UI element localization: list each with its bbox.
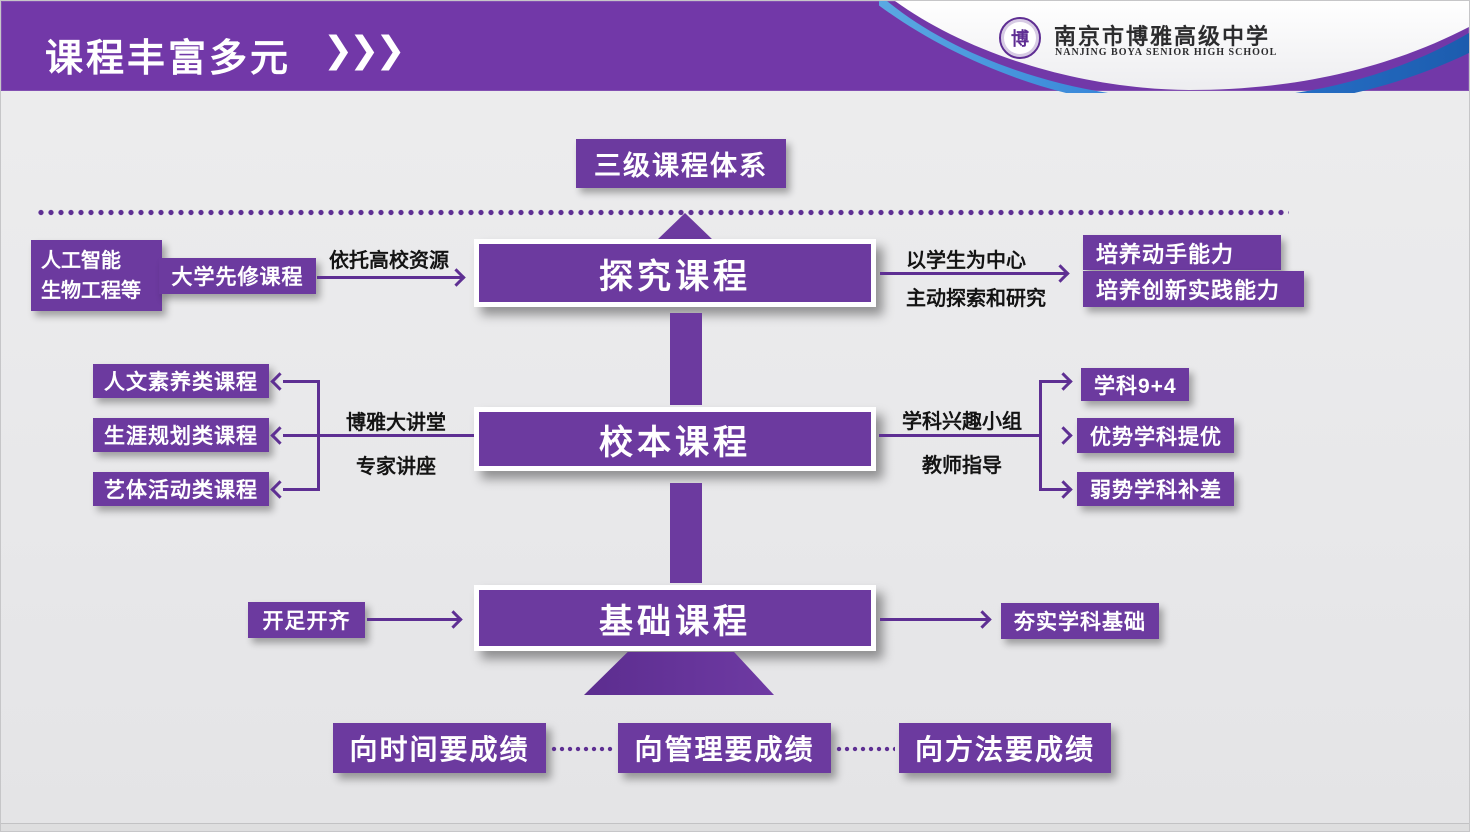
dotted-connector	[835, 746, 895, 752]
arrow-line	[283, 488, 319, 491]
arrow-head-right-icon	[444, 610, 463, 629]
strong-subject-box: 优势学科提优	[1077, 418, 1234, 453]
system-title-box: 三级课程体系	[576, 139, 786, 188]
arrow-head-right-icon	[973, 610, 992, 629]
school-logo: 博 南京市博雅高级中学 NANJING BOYA SENIOR HIGH SCH…	[879, 1, 1469, 71]
expert-lecture-label: 专家讲座	[356, 456, 436, 478]
tag-line: 人工智能	[41, 250, 121, 272]
connector-bar	[670, 483, 702, 583]
subject-9plus4-box: 学科9+4	[1081, 368, 1189, 401]
connector-line	[319, 434, 474, 437]
career-course-box: 生涯规划类课程	[93, 418, 269, 452]
arrow-head-left-icon	[270, 372, 289, 391]
slide-bottom-edge	[1, 823, 1469, 831]
arrow-line	[880, 272, 1066, 275]
arrow-head-right-icon	[1051, 264, 1070, 283]
open-full-courses-box: 开足开齐	[248, 602, 365, 638]
course-box-explore: 探究课程	[474, 239, 876, 307]
branch-line	[1039, 380, 1042, 491]
interest-group-label: 学科兴趣小组	[902, 411, 1022, 433]
header-swoosh	[879, 1, 1469, 93]
top-dotted-line	[36, 209, 1289, 216]
solid-foundation-box: 夯实学科基础	[1001, 603, 1159, 639]
school-name: 南京市博雅高级中学	[1054, 24, 1271, 49]
bottom-box-time: 向时间要成绩	[333, 723, 546, 773]
tag-line: 生物工程等	[41, 280, 141, 302]
bottom-box-management: 向管理要成绩	[618, 723, 831, 773]
arrow-line	[283, 434, 319, 437]
course-box-basic: 基础课程	[474, 585, 876, 651]
up-triangle-icon	[656, 213, 714, 241]
connector-bar	[670, 313, 702, 405]
arrow-line	[367, 618, 459, 621]
arts-course-box: 艺体活动类课程	[93, 472, 269, 506]
pedestal-trapezoid	[584, 652, 774, 695]
arrow-head-right-icon	[1054, 426, 1073, 445]
school-logo-icon: 博	[999, 17, 1041, 59]
teacher-guidance-label: 教师指导	[922, 455, 1002, 477]
school-name-en: NANJING BOYA SENIOR HIGH SCHOOL	[1055, 47, 1278, 58]
arrow-line	[1041, 488, 1069, 491]
student-centered-label: 以学生为中心	[906, 250, 1026, 272]
explore-research-label: 主动探索和研究	[906, 288, 1046, 310]
arrow-line	[317, 276, 462, 279]
connector-line	[879, 434, 1041, 437]
tag-box-ai-bio: 人工智能 生物工程等	[31, 240, 162, 311]
arrow-label: 依托高校资源	[329, 250, 449, 272]
outcome-box-innovation: 培养创新实践能力	[1083, 271, 1304, 307]
boya-lecture-label: 博雅大讲堂	[346, 412, 446, 434]
dotted-connector	[550, 746, 614, 752]
humanities-course-box: 人文素养类课程	[93, 364, 269, 398]
header-bar: 课程丰富多元 ❯❯❯ 博 南京市博雅高级中学 NANJING BOYA SENI…	[1, 1, 1469, 93]
arrow-head-right-icon	[1054, 480, 1073, 499]
arrow-head-left-icon	[270, 426, 289, 445]
arrow-line	[880, 618, 988, 621]
prep-course-box: 大学先修课程	[159, 258, 316, 294]
arrow-head-right-icon	[1054, 372, 1073, 391]
course-box-school: 校本课程	[474, 407, 876, 471]
bottom-box-method: 向方法要成绩	[899, 723, 1111, 773]
arrow-line	[1041, 380, 1069, 383]
arrow-head-left-icon	[270, 480, 289, 499]
weak-subject-box: 弱势学科补差	[1077, 472, 1234, 506]
page-title: 课程丰富多元	[45, 38, 292, 80]
outcome-box-hands-on: 培养动手能力	[1083, 235, 1281, 270]
arrow-line	[283, 380, 319, 383]
title-chevrons-icon: ❯❯❯	[323, 29, 405, 70]
